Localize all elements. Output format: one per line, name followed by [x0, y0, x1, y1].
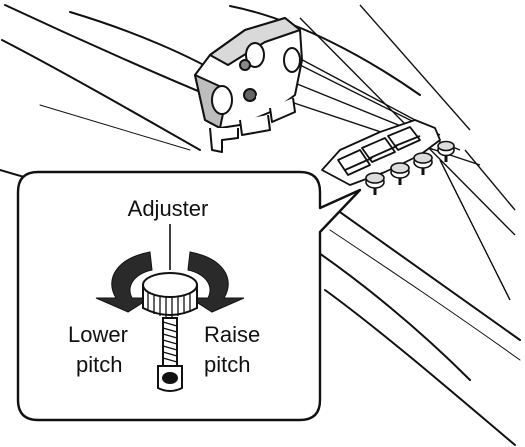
fine-tuner-knob-1 — [365, 172, 385, 195]
lower-pitch-label-line2: pitch — [76, 352, 122, 377]
fine-tuner-knob-2 — [390, 162, 410, 185]
raise-pitch-label-line1: Raise — [204, 322, 260, 347]
lower-pitch-label-line1: Lower — [68, 322, 128, 347]
fine-tuner-knob-4 — [437, 140, 455, 162]
instrument-body-thin-lines — [39, 104, 521, 361]
adjuster-screw — [142, 272, 198, 392]
raise-pitch-arrow-icon — [187, 251, 245, 313]
raise-pitch-label-line2: pitch — [204, 352, 250, 377]
bridge-block — [194, 17, 303, 153]
lower-pitch-arrow-icon — [95, 251, 153, 313]
fine-tuner-knob-3 — [413, 152, 433, 175]
adjuster-label: Adjuster — [128, 196, 209, 221]
